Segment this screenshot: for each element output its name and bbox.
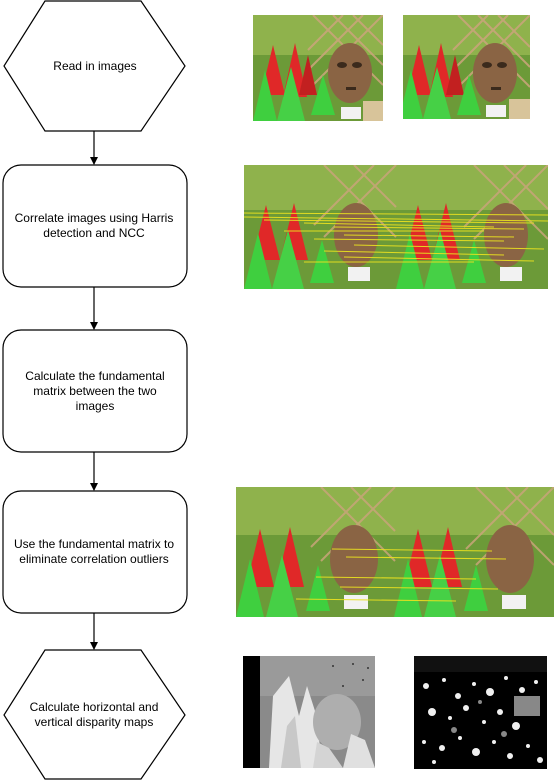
correlation-image [244, 165, 548, 289]
scene-photo-left-icon [253, 15, 383, 121]
step-3-label: Calculate the fundamental matrix between… [25, 368, 165, 413]
grayscale-disparity-icon [243, 656, 375, 768]
step-4-eliminate-outliers-box [2, 490, 188, 614]
step-3-fundamental-matrix-box [2, 329, 188, 453]
input-image-right [403, 15, 530, 119]
stereo-match-lines-icon [244, 165, 548, 289]
step-5-label: Calculate horizontal and vertical dispar… [29, 700, 159, 729]
step-1-read-images-hexagon [3, 0, 186, 132]
step-2-correlate-box [2, 164, 188, 288]
horizontal-disparity-map [243, 656, 375, 768]
step-2-label: Correlate images using Harris detection … [14, 211, 174, 240]
stereo-inlier-lines-icon [236, 487, 554, 617]
input-image-left [253, 15, 383, 121]
noisy-binary-disparity-icon [414, 656, 547, 769]
step-1-label: Read in images [53, 58, 137, 73]
step-4-label: Use the fundamental matrix to eliminate … [13, 537, 175, 566]
filtered-correlation-image [236, 487, 554, 617]
step-5-disparity-hexagon [3, 649, 186, 780]
scene-photo-right-icon [403, 15, 530, 119]
vertical-disparity-map [414, 656, 547, 769]
